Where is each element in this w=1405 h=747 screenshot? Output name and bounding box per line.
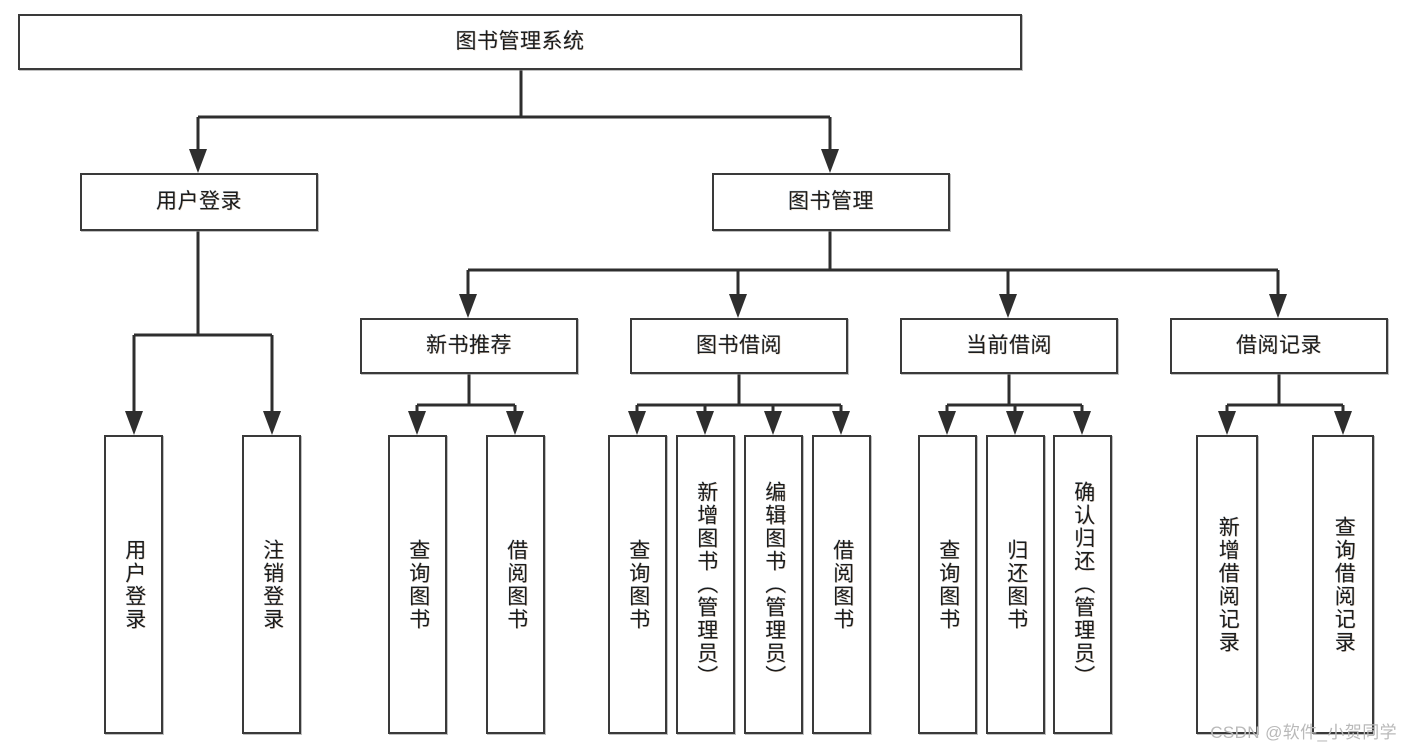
user-login-arrow-1-head [263,411,281,435]
book-manage-arrow-1-head [729,294,747,318]
node-label-book-borrow: 图书借阅 [696,334,782,358]
node-label-new-book-recommend: 新书推荐 [426,334,512,358]
node-label-leaf-borrow-book-2: 借阅图书 [830,538,854,631]
new-book-recommend-arrow-1-head [506,411,524,435]
node-label-current-borrow: 当前借阅 [966,334,1052,358]
node-leaf-borrow-book-2: 借阅图书 [812,435,871,734]
new-book-recommend-arrow-0-head [408,411,426,435]
node-label-book-manage: 图书管理 [788,190,874,214]
node-book-manage: 图书管理 [712,173,950,231]
node-label-leaf-query-book-3: 查询图书 [936,538,960,631]
node-leaf-confirm-return: 确认归还（管理员） [1053,435,1112,734]
node-leaf-return-book: 归还图书 [986,435,1045,734]
node-label-leaf-edit-book: 编辑图书（管理员） [762,481,786,688]
book-borrow-arrow-1-head [696,411,714,435]
node-label-leaf-add-book: 新增图书（管理员） [694,481,718,688]
node-label-leaf-add-record: 新增借阅记录 [1216,515,1240,654]
current-borrow-arrow-1-head [1006,411,1024,435]
node-leaf-logout: 注销登录 [242,435,301,734]
node-user-login: 用户登录 [80,173,318,231]
node-current-borrow: 当前借阅 [900,318,1118,374]
node-borrow-record: 借阅记录 [1170,318,1388,374]
node-label-leaf-query-book-2: 查询图书 [626,538,650,631]
node-leaf-edit-book: 编辑图书（管理员） [744,435,803,734]
node-label-user-login: 用户登录 [156,190,242,214]
current-borrow-arrow-0-head [938,411,956,435]
book-manage-arrow-2-head [999,294,1017,318]
node-label-leaf-query-book-1: 查询图书 [406,538,430,631]
level1-arrow-1-head [821,149,839,173]
node-leaf-query-book-3: 查询图书 [918,435,977,734]
node-book-borrow: 图书借阅 [630,318,848,374]
node-label-leaf-confirm-return: 确认归还（管理员） [1071,481,1095,688]
node-label-leaf-user-login: 用户登录 [122,538,146,631]
node-leaf-borrow-book-1: 借阅图书 [486,435,545,734]
node-leaf-query-record: 查询借阅记录 [1312,435,1374,734]
book-borrow-arrow-2-head [764,411,782,435]
node-leaf-query-book-1: 查询图书 [388,435,447,734]
node-label-leaf-query-record: 查询借阅记录 [1332,515,1356,654]
node-label-leaf-borrow-book-1: 借阅图书 [504,538,528,631]
node-root: 图书管理系统 [18,14,1022,70]
node-leaf-add-record: 新增借阅记录 [1196,435,1258,734]
node-label-borrow-record: 借阅记录 [1236,334,1322,358]
node-label-leaf-logout: 注销登录 [260,538,284,631]
node-leaf-user-login: 用户登录 [104,435,163,734]
node-leaf-add-book: 新增图书（管理员） [676,435,735,734]
borrow-record-arrow-0-head [1218,411,1236,435]
node-leaf-query-book-2: 查询图书 [608,435,667,734]
borrow-record-arrow-1-head [1334,411,1352,435]
user-login-arrow-0-head [125,411,143,435]
book-borrow-arrow-0-head [628,411,646,435]
node-label-leaf-return-book: 归还图书 [1004,538,1028,631]
book-manage-arrow-0-head [459,294,477,318]
level1-arrow-0-head [189,149,207,173]
current-borrow-arrow-2-head [1073,411,1091,435]
node-label-root: 图书管理系统 [455,30,585,54]
book-borrow-arrow-3-head [832,411,850,435]
node-new-book-recommend: 新书推荐 [360,318,578,374]
book-manage-arrow-3-head [1269,294,1287,318]
